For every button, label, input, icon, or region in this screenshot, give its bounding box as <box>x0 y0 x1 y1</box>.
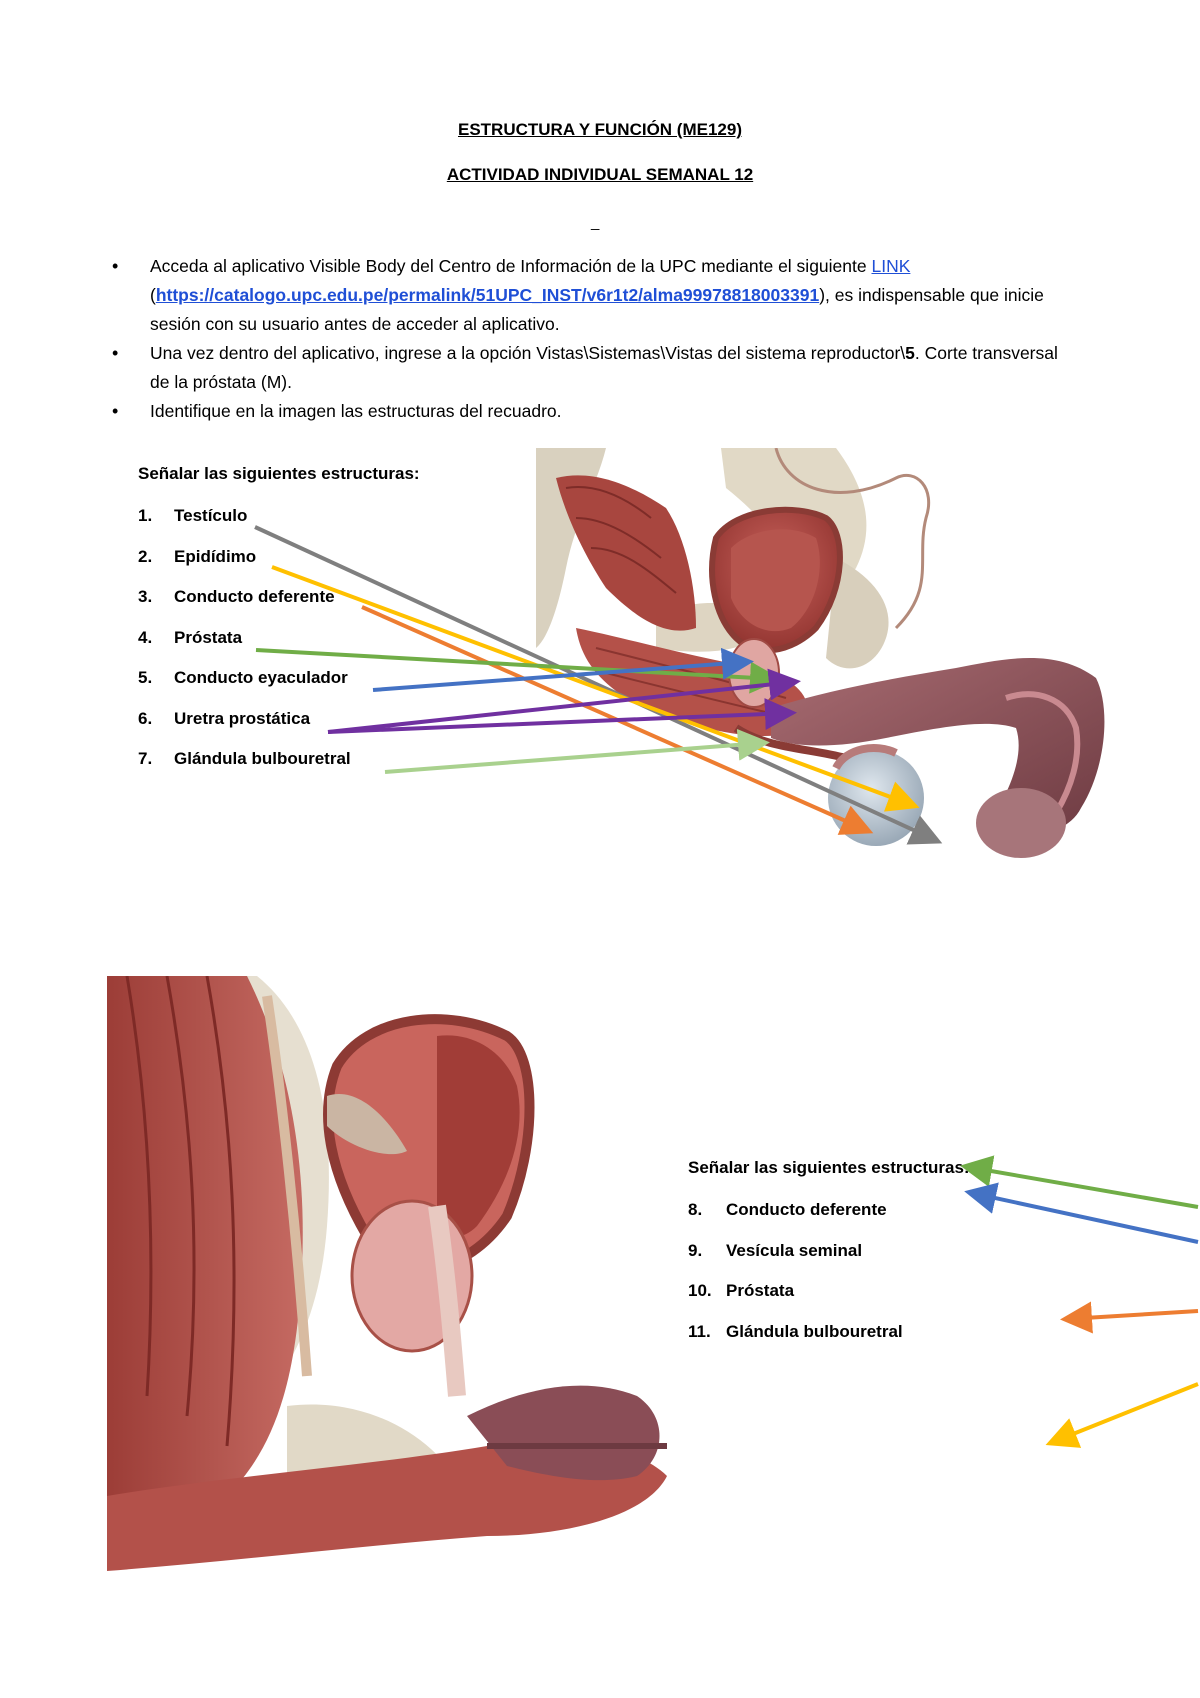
structures-list-1: Señalar las siguientes estructuras: 1.Te… <box>138 464 420 790</box>
list-item: 2.Epidídimo <box>138 546 257 566</box>
arrow-uretra-prostatica-2 <box>327 668 801 734</box>
list-item: 9.Vesícula seminal <box>688 1240 863 1260</box>
arrow-2-green <box>960 1155 1199 1209</box>
list-2-title: Señalar las siguientes estructuras: <box>688 1158 970 1177</box>
prostate-crosssection-illustration-icon <box>107 976 697 1576</box>
bullet-icon: • <box>112 256 119 276</box>
instruction-item-1: • Acceda al aplicativo Visible Body del … <box>112 252 1060 339</box>
arrow-prostata <box>255 648 782 694</box>
list-item: 5.Conducto eyaculador <box>138 668 348 687</box>
arrow-testiculo <box>254 525 943 845</box>
instruction-item-3: • Identifique en la imagen las estructur… <box>112 397 1060 426</box>
structures-list-2: Señalar las siguientes estructuras: 8.Co… <box>688 1158 970 1362</box>
arrow-2-yellow <box>1045 1382 1199 1448</box>
separator: _ <box>591 214 600 231</box>
list-item: 6.Uretra prostática <box>138 708 311 728</box>
catalog-url-link[interactable]: https://catalogo.upc.edu.pe/permalink/51… <box>155 285 820 305</box>
arrow-2-blue <box>964 1182 1199 1244</box>
instruction-item-2: • Una vez dentro del aplicativo, ingrese… <box>112 339 1060 397</box>
list-item: 11.Glándula bulbouretral <box>688 1321 903 1341</box>
link-text[interactable]: LINK <box>871 256 911 276</box>
arrow-2-orange <box>1060 1301 1199 1334</box>
arrow-epididimo <box>271 565 920 812</box>
list-item: 10.Próstata <box>688 1281 795 1300</box>
list-item: 3.Conducto deferente <box>138 587 335 606</box>
bullet-icon: • <box>112 343 119 363</box>
document-subtitle: ACTIVIDAD INDIVIDUAL SEMANAL 12 <box>446 165 754 184</box>
list-item: 1.Testículo <box>138 506 248 525</box>
list-item: 8.Conducto deferente <box>688 1200 887 1219</box>
arrow-conducto-eyaculador <box>372 647 754 692</box>
instructions-list: • Acceda al aplicativo Visible Body del … <box>112 252 1060 426</box>
document-title: ESTRUCTURA Y FUNCIÓN (ME129) <box>458 120 742 139</box>
list-item: 7.Glándula bulbouretral <box>138 749 351 768</box>
arrow-glandula-bulbouretral <box>384 728 770 774</box>
list-1-title: Señalar las siguientes estructuras: <box>138 464 420 483</box>
list-item: 4.Próstata <box>138 627 243 647</box>
bullet-icon: • <box>112 401 119 421</box>
arrow-uretra-prostatica <box>327 698 797 734</box>
